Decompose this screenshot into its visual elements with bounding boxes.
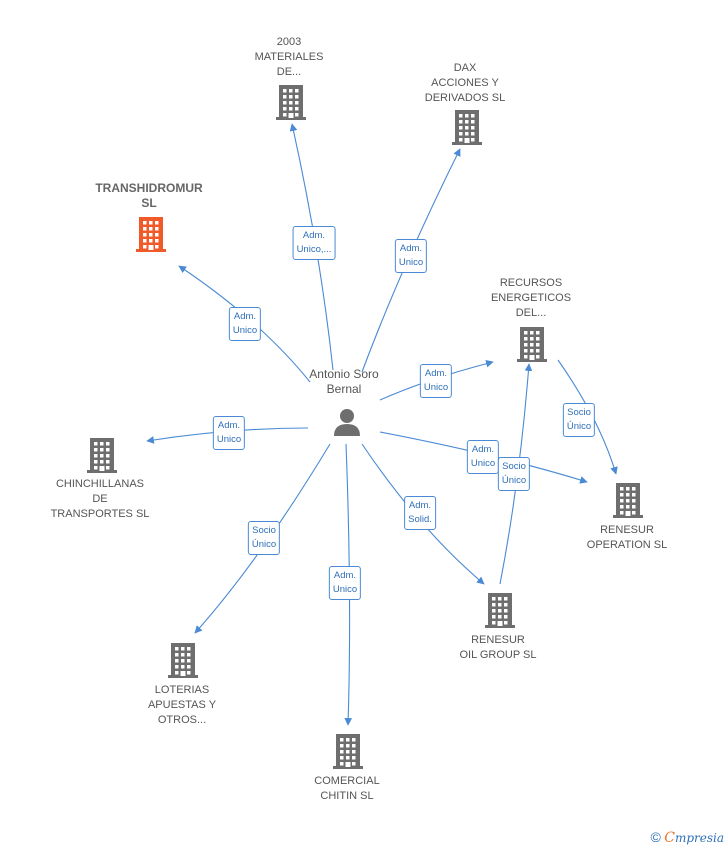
company-label-recursos[interactable]: RECURSOS ENERGETICOS DEL... [490,276,572,319]
company-label-transhidromur[interactable]: TRANSHIDROMUR SL [95,181,203,210]
company-label-loterias[interactable]: LOTERIAS APUESTAS Y OTROS... [147,683,217,726]
company-label-renesur_op[interactable]: RENESUR OPERATION SL [586,524,668,551]
edge-label-center-transhidromur[interactable]: Adm. Unico [228,307,262,341]
edge-label-center-dax[interactable]: Adm. Unico [394,239,428,273]
edge-label-center-recursos[interactable]: Adm. Unico [419,364,453,398]
edge-label-center-renesur_oil[interactable]: Adm. Solid. [404,496,436,530]
copyright-icon: © [650,829,661,845]
company-label-chinchillanas[interactable]: CHINCHILLANAS DE TRANSPORTES SL [50,477,150,520]
building-icon[interactable] [517,326,547,367]
footer-brand[interactable]: © Cmpresia [651,829,724,846]
company-label-dax[interactable]: DAX ACCIONES Y DERIVADOS SL [424,61,506,104]
company-label-materiales[interactable]: 2003 MATERIALES DE... [254,35,324,78]
edge-label-center-comercial[interactable]: Adm. Unico [328,566,362,600]
building-icon[interactable] [452,109,482,150]
building-icon[interactable] [136,216,166,257]
edge-label-recursos-renesur_op[interactable]: Socio Único [562,403,596,437]
edge-label-center-chinchillanas[interactable]: Adm. Unico [212,416,246,450]
person-name-label[interactable]: Antonio Soro Bernal [309,367,379,396]
brand-logo-text: mpresia [674,831,724,845]
edge-label-center-renesur_op[interactable]: Adm. Unico [466,440,500,474]
edge-label-center-materiales[interactable]: Adm. Unico,... [292,226,336,260]
building-icon[interactable] [168,642,198,683]
edge-label-renesur_oil-recursos[interactable]: Socio Único [497,457,531,491]
building-icon[interactable] [333,733,363,774]
person-icon[interactable] [332,407,362,442]
building-icon[interactable] [613,482,643,523]
building-icon[interactable] [276,84,306,125]
building-icon[interactable] [87,437,117,478]
brand-logo-letter: C [664,830,675,846]
building-icon[interactable] [485,592,515,633]
company-label-renesur_oil[interactable]: RENESUR OIL GROUP SL [459,634,537,661]
company-label-comercial[interactable]: COMERCIAL CHITIN SL [314,775,380,802]
edge-label-center-loterias[interactable]: Socio Único [247,521,281,555]
